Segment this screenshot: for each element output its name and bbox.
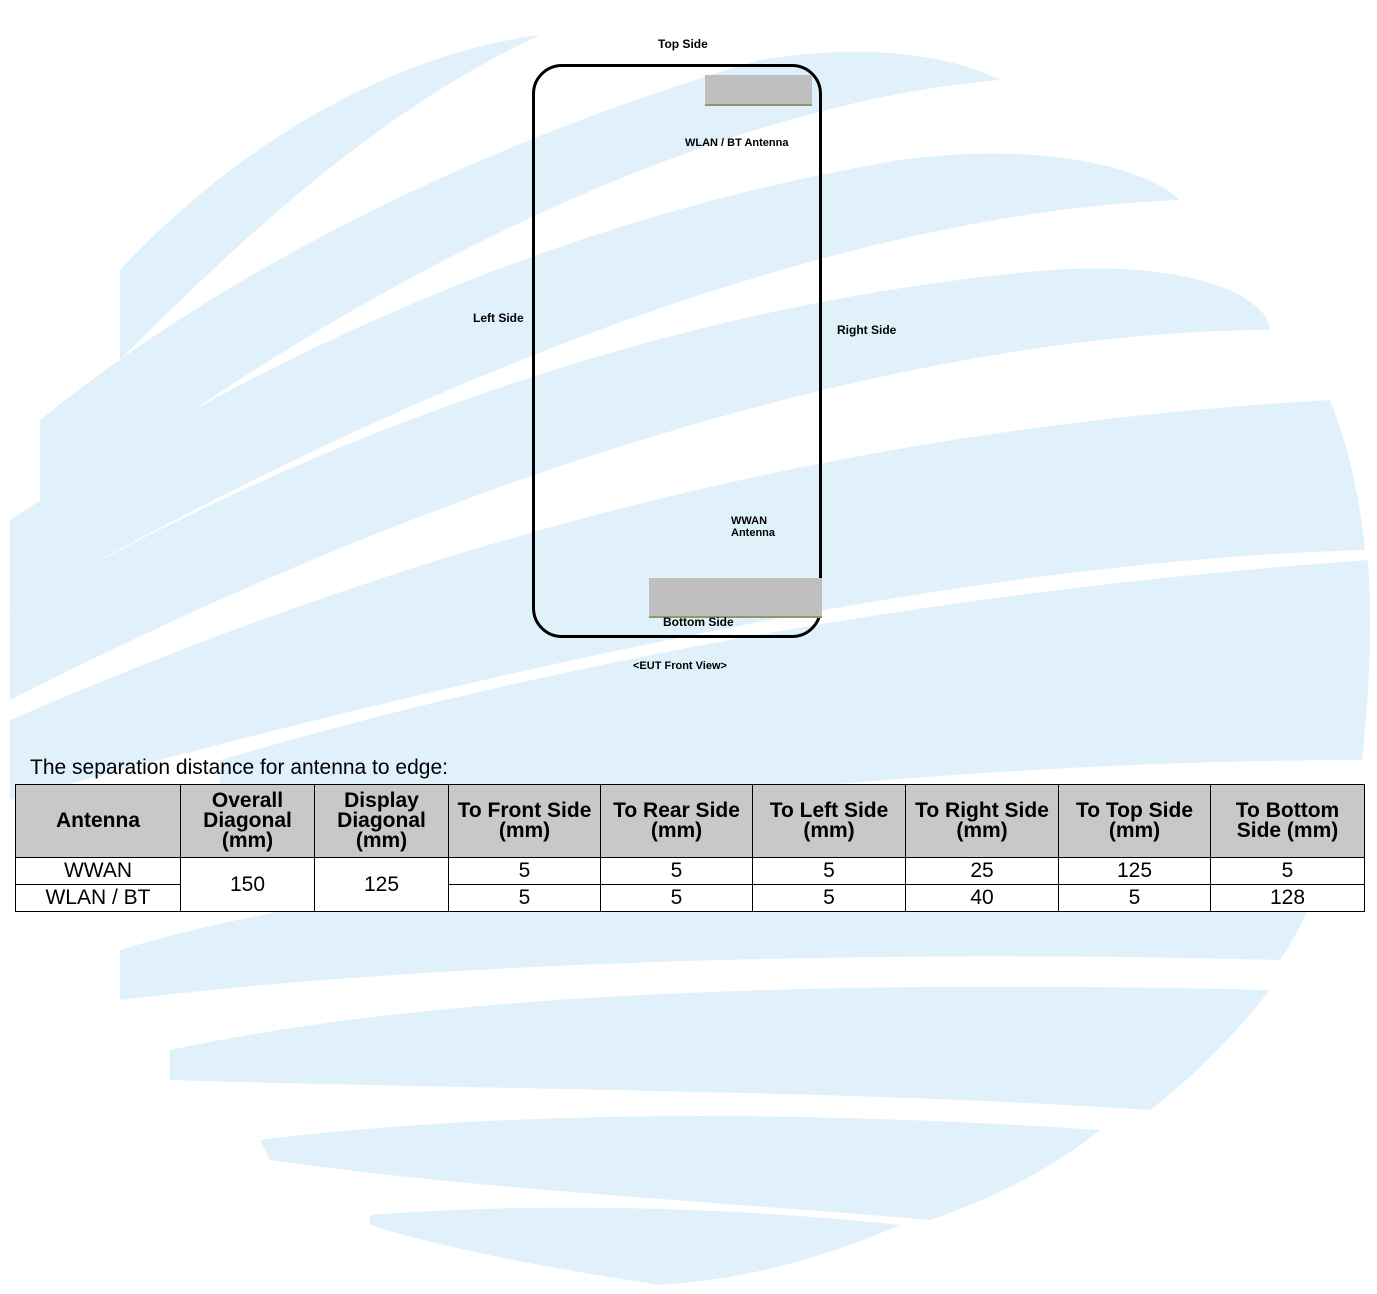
header-display-diagonal: Display Diagonal (mm) bbox=[314, 784, 449, 858]
display-diagonal-cell: 125 bbox=[314, 857, 449, 912]
top-side-label: Top Side bbox=[658, 37, 708, 51]
to-front-cell: 5 bbox=[448, 857, 601, 885]
antenna-cell: WWAN bbox=[15, 857, 181, 885]
to-top-cell: 5 bbox=[1058, 884, 1211, 912]
eut-front-view-caption: <EUT Front View> bbox=[633, 660, 727, 672]
header-to-left-side: To Left Side (mm) bbox=[752, 784, 906, 858]
wwan-antenna-label-line2: Antenna bbox=[731, 527, 775, 539]
table-header-row: Antenna Overall Diagonal (mm) Display Di… bbox=[15, 784, 1365, 858]
header-to-top-side: To Top Side (mm) bbox=[1058, 784, 1211, 858]
device-outline bbox=[532, 64, 822, 638]
to-right-cell: 25 bbox=[905, 857, 1059, 885]
to-bottom-cell: 128 bbox=[1210, 884, 1365, 912]
overall-diagonal-cell: 150 bbox=[180, 857, 315, 912]
header-overall-diagonal: Overall Diagonal (mm) bbox=[180, 784, 315, 858]
header-to-rear-side: To Rear Side (mm) bbox=[600, 784, 753, 858]
antenna-cell: WLAN / BT bbox=[15, 884, 181, 912]
eut-front-view-diagram: Top Side WLAN / BT Antenna Left Side Rig… bbox=[473, 37, 897, 672]
header-to-bottom-side: To Bottom Side (mm) bbox=[1210, 784, 1365, 858]
to-left-cell: 5 bbox=[752, 857, 906, 885]
right-side-label: Right Side bbox=[837, 323, 897, 337]
to-bottom-cell: 5 bbox=[1210, 857, 1365, 885]
table-row: WLAN / BT 5 5 5 40 5 128 bbox=[15, 884, 1365, 912]
wlan-antenna-block bbox=[705, 75, 812, 106]
to-rear-cell: 5 bbox=[600, 884, 753, 912]
wwan-antenna-block bbox=[649, 578, 822, 618]
header-to-right-side: To Right Side (mm) bbox=[905, 784, 1059, 858]
left-side-label: Left Side bbox=[473, 311, 524, 325]
wwan-antenna-label-line1: WWAN bbox=[731, 515, 768, 527]
to-rear-cell: 5 bbox=[600, 857, 753, 885]
to-top-cell: 125 bbox=[1058, 857, 1211, 885]
bottom-side-label: Bottom Side bbox=[663, 615, 734, 629]
header-to-front-side: To Front Side (mm) bbox=[448, 784, 601, 858]
wlan-antenna-label: WLAN / BT Antenna bbox=[685, 137, 789, 149]
table-row: WWAN 150 125 5 5 5 25 125 5 bbox=[15, 857, 1365, 912]
to-left-cell: 5 bbox=[752, 884, 906, 912]
to-front-cell: 5 bbox=[448, 884, 601, 912]
separation-distance-table: Antenna Overall Diagonal (mm) Display Di… bbox=[15, 784, 1365, 912]
separation-caption: The separation distance for antenna to e… bbox=[30, 756, 448, 779]
to-right-cell: 40 bbox=[905, 884, 1059, 912]
header-antenna: Antenna bbox=[15, 784, 181, 858]
